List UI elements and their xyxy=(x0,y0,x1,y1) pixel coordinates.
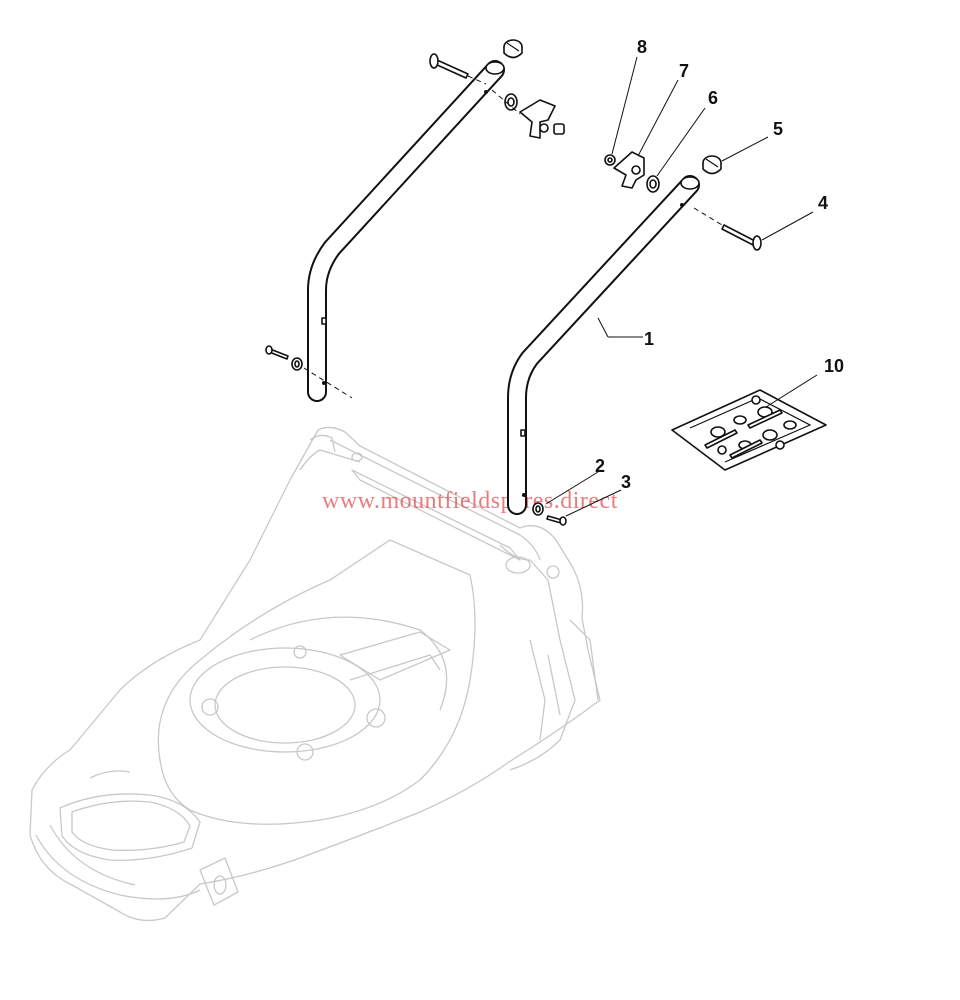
mower-deck-outline xyxy=(29,426,601,922)
knob-7 xyxy=(613,151,645,189)
callout-3: 3 xyxy=(621,472,631,492)
screw-3 xyxy=(546,515,567,526)
left-handle-tube xyxy=(307,60,505,402)
callout-7: 7 xyxy=(679,61,689,81)
left-bottom-hardware xyxy=(265,345,353,399)
washer-2 xyxy=(532,502,544,516)
spring-cap-5 xyxy=(702,155,722,175)
hardware-kit-bag-10 xyxy=(671,389,827,471)
callout-8: 8 xyxy=(637,37,647,57)
nut-8 xyxy=(604,154,616,166)
callout-6: 6 xyxy=(708,88,718,108)
callout-4: 4 xyxy=(818,193,828,213)
leader-lines xyxy=(545,56,818,517)
callout-5: 5 xyxy=(773,119,783,139)
left-top-hardware xyxy=(429,39,565,139)
callout-10: 10 xyxy=(824,356,844,376)
washer-6 xyxy=(646,175,660,193)
bolt-4 xyxy=(693,207,762,251)
callout-2: 2 xyxy=(595,456,605,476)
right-handle-tube xyxy=(507,175,700,515)
callout-1: 1 xyxy=(644,329,654,349)
watermark-text: www.mountfieldspares.direct xyxy=(322,488,618,514)
